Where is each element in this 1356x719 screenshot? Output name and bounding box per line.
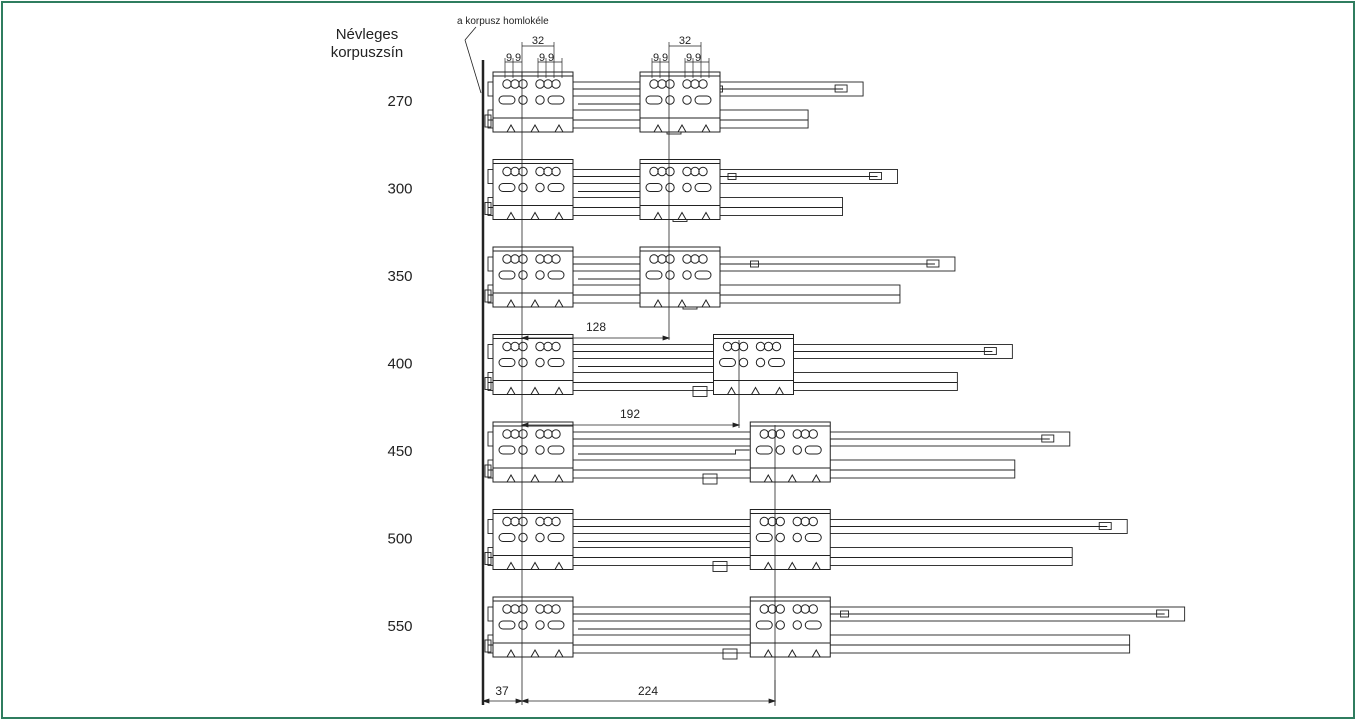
bracket-front-450 [492, 421, 574, 483]
dim-9-label-2b: 9 [662, 52, 668, 64]
dim-224-label: 224 [638, 684, 658, 698]
front-edge-leader-2 [464, 39, 482, 94]
dim-9-label-1d: 9 [548, 52, 554, 64]
dim-32-label-1: 32 [532, 35, 544, 47]
dim-192-line [520, 422, 741, 428]
row-title-line1: Névleges [336, 26, 399, 43]
slide-row-550: 550 [387, 596, 1186, 660]
bracket-front-550 [492, 596, 574, 658]
dim-192-label: 192 [620, 407, 640, 421]
row-label-400: 400 [387, 356, 412, 373]
rows-group: 270 300 350 400 450 500 550 [387, 71, 1186, 660]
dim-128-label: 128 [586, 320, 606, 334]
slide-row-300: 300 [387, 159, 898, 222]
row-label-270: 270 [387, 93, 412, 110]
dim-9-label-2a: 9 [653, 52, 659, 64]
bracket-rear-270 [639, 71, 721, 133]
slide-row-400: 400 [387, 334, 1013, 397]
slide-row-450: 450 [387, 421, 1071, 485]
dim-128-line [520, 335, 671, 341]
row-label-500: 500 [387, 531, 412, 548]
bracket-front-300 [492, 159, 574, 220]
bracket-rear-350 [639, 246, 721, 308]
slide-row-350: 350 [387, 246, 956, 310]
row-label-350: 350 [387, 268, 412, 285]
row-label-300: 300 [387, 181, 412, 198]
rail-lines [484, 606, 1186, 660]
front-edge-label: a korpusz homlokéle [457, 16, 549, 27]
bracket-front-400 [492, 334, 574, 395]
bracket-front-500 [492, 509, 574, 570]
dim-9-label-1c: 9 [539, 52, 545, 64]
dim-9-label-2d: 9 [695, 52, 701, 64]
hole-dimension-group-2 [651, 42, 710, 78]
dim-32-label-2: 32 [679, 35, 691, 47]
bracket-rear-500 [749, 509, 831, 570]
bracket-rear-300 [639, 159, 721, 220]
dim-37-label: 37 [495, 684, 509, 698]
row-title-line2: korpuszsín [331, 44, 404, 61]
dim-9-label-1a: 9 [506, 52, 512, 64]
bracket-front-350 [492, 246, 574, 308]
slide-row-270: 270 [387, 71, 864, 135]
bracket-rear-450 [749, 421, 831, 483]
dim-9-label-1b: 9 [515, 52, 521, 64]
bracket-rear-400 [713, 334, 794, 395]
dim-bottom-lines [481, 680, 777, 706]
row-label-450: 450 [387, 443, 412, 460]
bracket-front-270 [492, 71, 574, 133]
bracket-rear-550 [749, 596, 831, 658]
slide-row-500: 500 [387, 509, 1128, 572]
dim-9-label-2c: 9 [686, 52, 692, 64]
front-edge-leader [464, 26, 477, 41]
row-label-550: 550 [387, 618, 412, 635]
